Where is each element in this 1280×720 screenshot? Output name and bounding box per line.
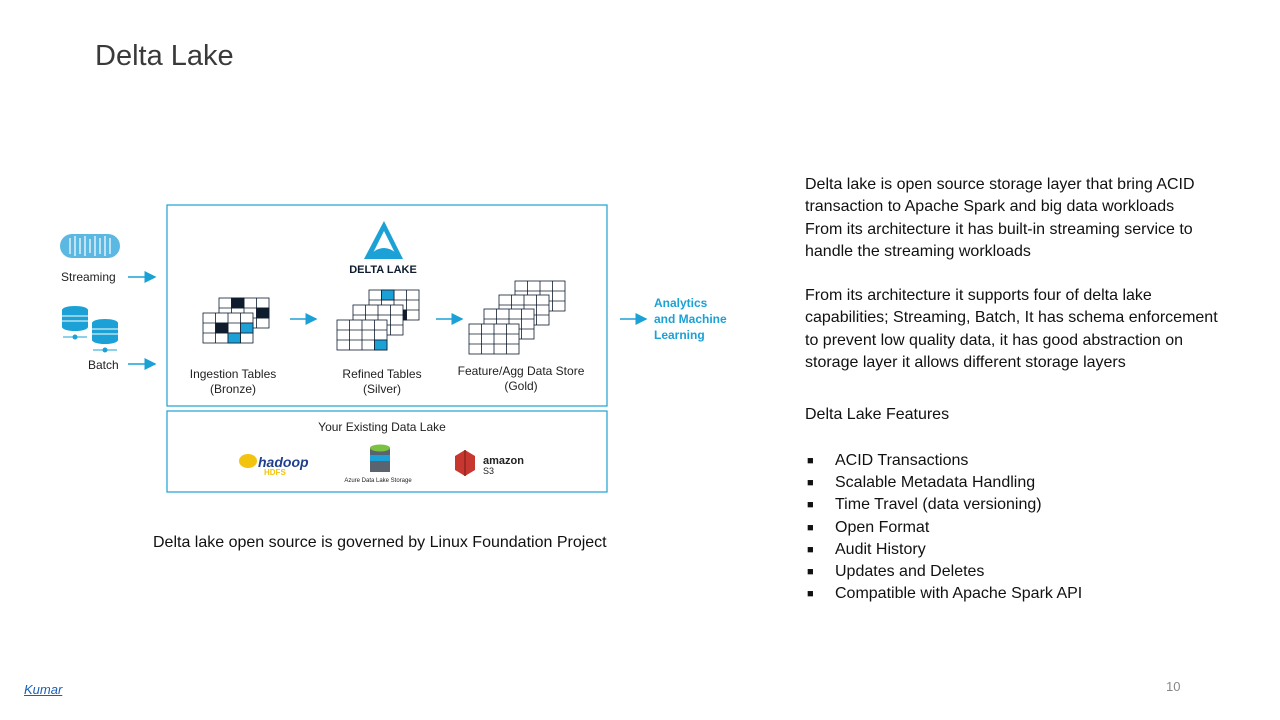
- amazon-s3-logo: amazon S3: [455, 450, 524, 476]
- feature-item: ■ACID Transactions: [805, 450, 1255, 472]
- feature-item: ■Time Travel (data versioning): [805, 494, 1255, 516]
- bullet-icon: ■: [807, 566, 814, 579]
- bullet-icon: ■: [807, 499, 814, 512]
- diagram-caption: Delta lake open source is governed by Li…: [153, 534, 607, 551]
- delta-lake-architecture-diagram: Streaming Batch DELTA LAKE: [60, 204, 727, 493]
- feature-item: ■Compatible with Apache Spark API: [805, 583, 1255, 605]
- feature-item: ■Audit History: [805, 539, 1255, 561]
- gold-label-line1: Feature/Agg Data Store: [458, 364, 585, 378]
- s3-logo-text: S3: [483, 466, 494, 476]
- feature-item: ■Scalable Metadata Handling: [805, 472, 1255, 494]
- bronze-label-line1: Ingestion Tables: [190, 367, 277, 381]
- hadoop-elephant-icon: [239, 454, 257, 468]
- description-panel: Delta lake is open source storage layer …: [805, 174, 1255, 606]
- para2-line: From its architecture it supports four o…: [805, 287, 1152, 305]
- streaming-icon: [60, 234, 120, 258]
- streaming-label: Streaming: [61, 270, 116, 284]
- output-label-line3: Learning: [654, 328, 705, 342]
- para1-line: handle the streaming workloads: [805, 242, 1031, 260]
- author-link[interactable]: Kumar: [24, 682, 63, 697]
- hadoop-hdfs-logo: hadoop HDFS: [239, 454, 309, 477]
- page-number: 10: [1166, 679, 1181, 694]
- slide-title: Delta Lake: [95, 40, 234, 72]
- gold-label-line2: (Gold): [504, 379, 537, 393]
- delta-lake-logo-text: DELTA LAKE: [349, 264, 417, 276]
- para2-line: capabilities; Streaming, Batch, It has s…: [805, 309, 1218, 327]
- existing-data-lake-box: [166, 410, 608, 493]
- silver-label-line2: (Silver): [363, 382, 401, 396]
- existing-lake-title: Your Existing Data Lake: [318, 420, 446, 434]
- feature-item: ■Updates and Deletes: [805, 561, 1255, 583]
- bullet-icon: ■: [807, 521, 814, 534]
- para1-line: Delta lake is open source storage layer …: [805, 176, 1195, 193]
- batch-icon: [62, 306, 118, 353]
- bullet-icon: ■: [807, 588, 814, 601]
- features-list: ■ACID Transactions ■Scalable Metadata Ha…: [805, 450, 1255, 606]
- bronze-label-line2: (Bronze): [210, 382, 256, 396]
- features-heading: Delta Lake Features: [805, 406, 950, 424]
- output-label-line2: and Machine: [654, 312, 727, 326]
- amazon-logo-text: amazon: [483, 455, 524, 467]
- output-label-line1: Analytics: [654, 296, 708, 310]
- para2-line: storage layer it allows different storag…: [805, 354, 1126, 372]
- silver-label-line1: Refined Tables: [342, 367, 421, 381]
- hadoop-logo-text: hadoop: [258, 454, 309, 470]
- bullet-icon: ■: [807, 476, 814, 489]
- bullet-icon: ■: [807, 454, 814, 467]
- delta-lake-box: [166, 204, 608, 407]
- bullet-icon: ■: [807, 543, 814, 556]
- delta-lake-logo-icon: [364, 221, 403, 259]
- gold-tables-icon: [468, 280, 566, 355]
- para2-line: to prevent low quality data, it has good…: [805, 331, 1184, 349]
- batch-label: Batch: [88, 358, 119, 372]
- para1-line: From its architecture it has built-in st…: [805, 220, 1193, 238]
- feature-item: ■Open Format: [805, 517, 1255, 539]
- hdfs-logo-text: HDFS: [264, 468, 286, 477]
- azure-logo-text: Azure Data Lake Storage: [344, 478, 412, 484]
- azure-data-lake-storage-logo: Azure Data Lake Storage: [344, 444, 412, 484]
- para1-line: transaction to Apache Spark and big data…: [805, 198, 1175, 216]
